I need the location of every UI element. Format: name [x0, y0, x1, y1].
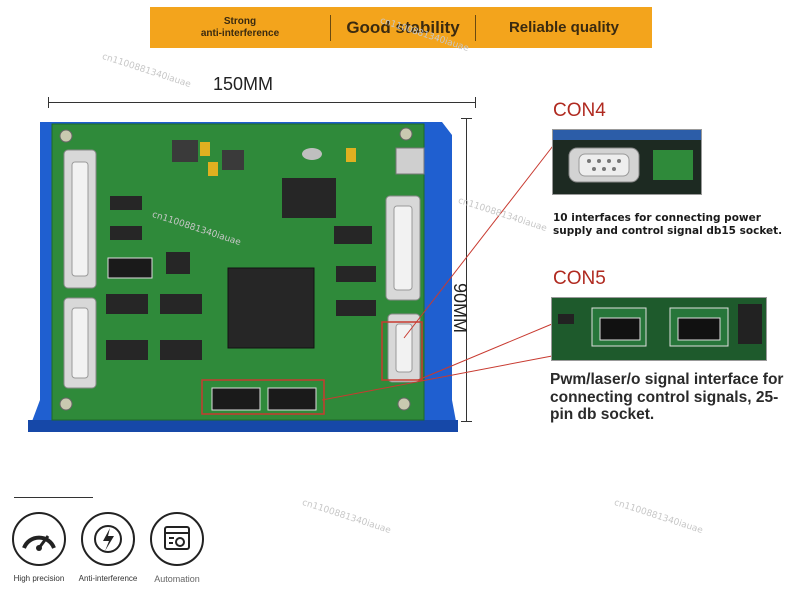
con5-pointer-line	[321, 355, 553, 401]
chip	[336, 300, 376, 316]
width-dimension-line	[48, 97, 476, 108]
pin-header	[107, 257, 153, 279]
capacitor	[200, 142, 210, 156]
con5-pointer-line	[417, 323, 553, 381]
usb-port	[395, 147, 425, 175]
pin-header	[211, 387, 261, 411]
regulator	[172, 140, 198, 162]
con5-connector-photo	[551, 297, 767, 361]
chip	[282, 178, 336, 218]
chip	[110, 226, 142, 240]
mount-hole	[59, 129, 73, 143]
chip	[110, 196, 142, 210]
feature-automation: Automation	[147, 512, 207, 584]
banner-line-2: anti-interference	[200, 27, 280, 39]
feature-label: High precision	[13, 574, 65, 583]
con4-title: CON4	[553, 100, 606, 121]
capacitor	[208, 162, 218, 176]
automation-gear-window-icon	[150, 512, 204, 566]
chip	[166, 252, 190, 274]
width-dimension-label: 150MM	[213, 74, 274, 94]
con5-title: CON5	[553, 268, 606, 289]
chip	[160, 340, 202, 360]
mount-hole	[399, 127, 413, 141]
anti-interference-icon	[81, 512, 135, 566]
chip	[336, 266, 376, 282]
banner-line-1: Strong	[223, 15, 257, 27]
feature-anti-interference: Anti-interference	[78, 512, 138, 583]
section-rule	[14, 497, 93, 498]
pin-header	[267, 387, 317, 411]
banner-divider	[475, 14, 476, 41]
mount-hole	[397, 397, 411, 411]
chip	[106, 340, 148, 360]
regulator	[222, 150, 244, 170]
con4-description: 10 interfaces for connecting power suppl…	[553, 212, 783, 237]
banner-item-stability: Good stability	[346, 17, 460, 37]
con4-highlight	[381, 321, 423, 381]
chassis-flange	[28, 420, 458, 432]
speedometer-icon	[12, 512, 66, 566]
mount-hole	[59, 397, 73, 411]
con4-pointer-line	[403, 141, 557, 339]
con5-highlight	[201, 379, 325, 415]
feature-label: Anti-interference	[78, 574, 138, 583]
feature-banner: Strong anti-interference Good stability …	[150, 7, 652, 48]
con4-connector-photo	[552, 129, 702, 195]
chip	[334, 226, 372, 244]
feature-label: Automation	[154, 574, 200, 584]
capacitor	[346, 148, 356, 162]
crystal	[302, 148, 322, 160]
banner-item-quality: Reliable quality	[508, 19, 620, 36]
banner-item-anti-interference: Strong anti-interference	[150, 16, 330, 40]
height-dimension-line	[461, 118, 472, 422]
chip	[106, 294, 148, 314]
feature-high-precision: High precision	[9, 512, 69, 583]
chip	[160, 294, 202, 314]
main-processor-chip	[227, 267, 315, 349]
con5-description: Pwm/laser/o signal interface for connect…	[550, 371, 784, 423]
banner-divider	[330, 14, 331, 41]
